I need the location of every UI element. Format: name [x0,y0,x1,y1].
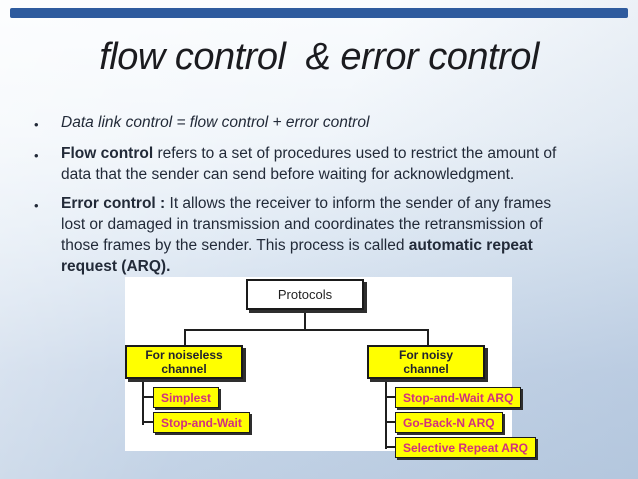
connector-right-drop [427,329,429,345]
leaf-node-stop-and-wait: Stop-and-Wait [153,412,250,433]
leaf-node-stop-and-wait-arq: Stop-and-Wait ARQ [395,387,522,408]
bullet-text: Data link control = flow control + error… [61,114,370,131]
page-title: flow control & error control [99,36,539,78]
bullet-item: • Data link control = flow control + erro… [34,112,614,135]
connector-tick [385,396,398,398]
bullet-item: • Error control : It allows the receiver … [34,193,614,277]
connector-noiseless-stem [142,378,144,425]
bullet-text: Error control : It allows the receiver t… [61,195,552,275]
branch-node-noisy-channel: For noisy channel [367,345,485,379]
protocols-root-node: Protocols [246,279,364,310]
connector-tick [142,421,155,423]
leaf-node-simplest: Simplest [153,387,220,408]
bullet-item: • Flow control refers to a set of procedu… [34,143,614,185]
bullet-marker: • [34,148,39,163]
leaf-node-go-back-n-arq: Go-Back-N ARQ [395,412,503,433]
leaf-node-selective-repeat-arq: Selective Repeat ARQ [395,437,536,458]
connector-noisy-stem [385,378,387,449]
connector-left-drop [184,329,186,345]
connector-root-stem [304,310,306,329]
bullet-marker: • [34,198,39,213]
connector-tick [385,421,398,423]
connector-tick [142,396,155,398]
bullet-text: Flow control refers to a set of procedur… [61,145,557,183]
protocols-diagram: Protocols For noiseless channel For nois… [125,277,536,458]
connector-tick [385,446,398,448]
connector-horizontal [184,329,429,331]
branch-node-noiseless-channel: For noiseless channel [125,345,243,379]
bullet-marker: • [34,117,39,132]
top-accent-bar [10,8,628,18]
bullet-list: • Data link control = flow control + erro… [34,112,614,285]
